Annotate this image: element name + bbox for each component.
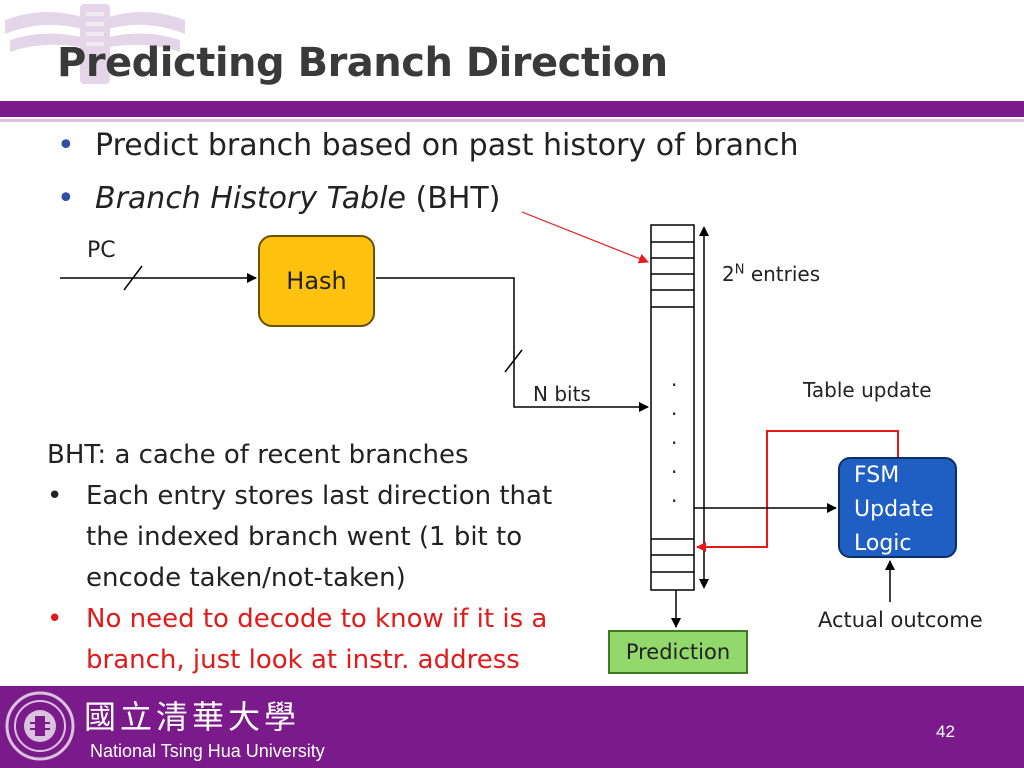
description-heading: BHT: a cache of recent branches bbox=[47, 440, 469, 470]
fsm-line-3: Logic bbox=[854, 531, 912, 556]
entries-label: 2N entries bbox=[722, 262, 821, 286]
bullet-item-1: • Predict branch based on past history of… bbox=[57, 128, 799, 163]
hash-output-line bbox=[376, 277, 649, 412]
university-seal-icon bbox=[5, 691, 75, 761]
prediction-label: Prediction bbox=[625, 640, 731, 664]
actual-outcome-label: Actual outcome bbox=[818, 608, 983, 632]
bht-term: Branch History Table bbox=[95, 181, 407, 216]
title-divider-bar bbox=[0, 101, 1024, 117]
description-item-2: • No need to decode to know if it is a b… bbox=[47, 599, 552, 681]
table-update-label: Table update bbox=[803, 378, 932, 402]
fsm-line-1: FSM bbox=[854, 463, 900, 488]
university-name-cjk: 國立清華大學 bbox=[84, 698, 301, 736]
hash-label: Hash bbox=[286, 267, 347, 295]
n-bits-label: N bits bbox=[533, 382, 591, 406]
pc-label: PC bbox=[87, 238, 116, 263]
bullet-dot-icon: • bbox=[47, 604, 63, 634]
university-name-en: National Tsing Hua University bbox=[90, 741, 325, 761]
page-title: Predicting Branch Direction bbox=[57, 40, 668, 86]
nbits-bus-slash bbox=[504, 349, 523, 373]
bullet-dot-icon: • bbox=[57, 181, 75, 216]
bht-table bbox=[650, 224, 695, 591]
fsm-line-2: Update bbox=[854, 497, 934, 522]
bullet-dot-icon: • bbox=[47, 481, 63, 511]
fsm-update-logic-block: FSM Update Logic bbox=[838, 457, 957, 558]
bht-pointer-line bbox=[521, 211, 649, 264]
university-logo-watermark bbox=[5, 4, 185, 84]
hash-block: Hash bbox=[258, 235, 375, 327]
pc-bus-slash bbox=[123, 265, 143, 291]
bullet-item-2: • Branch History Table (BHT) bbox=[57, 181, 500, 216]
description-item-1: • Each entry stores last direction that … bbox=[47, 476, 552, 599]
bht-abbrev: (BHT) bbox=[406, 181, 501, 216]
prediction-block: Prediction bbox=[608, 630, 748, 674]
footer-bar bbox=[0, 686, 1024, 768]
page-number: 42 bbox=[936, 722, 955, 741]
table-ellipsis: . . . . . bbox=[671, 367, 678, 507]
table-update-line bbox=[696, 430, 899, 552]
bullet-dot-icon: • bbox=[57, 128, 75, 163]
bht-description: BHT: a cache of recent branches • Each e… bbox=[47, 435, 552, 681]
title-divider-thin bbox=[0, 119, 1024, 122]
bullet-text: Predict branch based on past history of … bbox=[95, 128, 799, 163]
